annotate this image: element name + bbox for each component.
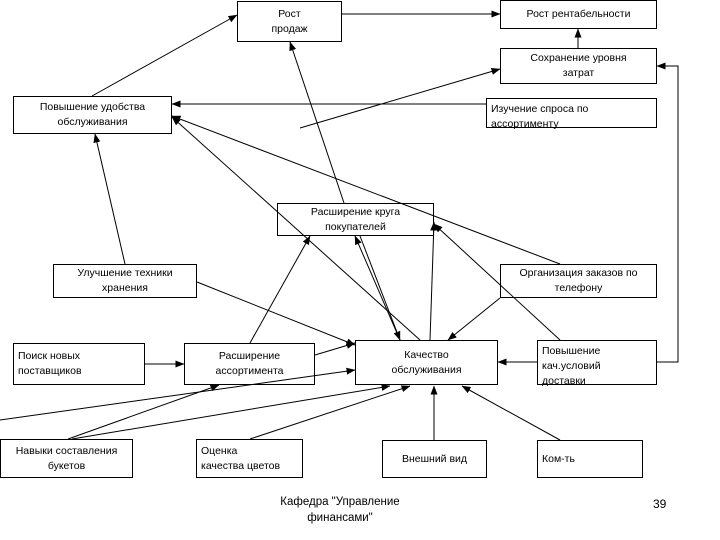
node-povyshenie-dostavki[interactable]: Повышение кач.условий доставки <box>537 340 657 387</box>
node-label-sohranenie-zatrat: Сохранение уровня затрат <box>530 52 627 79</box>
edge-rasshirenie-kruga-to-rost-prodazh <box>289 41 345 204</box>
edge-uluchshenie-tehniki-to-kachestvo-obsluzh <box>196 281 356 346</box>
node-rasshirenie-kruga[interactable]: Расширение круга покупателей <box>277 203 434 236</box>
edge-izuchenie-sprosa-to-sohranenie-zatrat <box>299 68 501 129</box>
edge-rasshirenie-kruga-to-kachestvo-obsluzh <box>359 235 401 341</box>
diagram-edges <box>0 10 679 441</box>
node-label-kom-t: Ком-ть <box>542 452 575 465</box>
edge-navyki-buketov-to-kachestvo-obsluzh <box>0 367 356 421</box>
node-label-poisk-postavshchikov: Поиск новых поставщиков <box>18 350 82 377</box>
edge-povyshenie-dostavki-to-sohranenie-zatrat <box>656 62 679 363</box>
node-label-rost-prodazh: Рост продаж <box>271 7 308 35</box>
edge-kachestvo-obsluzh-to-povyshenie-udobstva <box>171 116 421 341</box>
edge-kachestvo-obsluzh-to-rasshirenie-kruga <box>354 235 401 341</box>
edge-rasshirenie-assort-to-rasshirenie-kruga <box>249 235 311 344</box>
node-rost-prodazh[interactable]: Рост продаж <box>237 1 342 42</box>
edge-navyki-buketov-to-kachestvo-obsluzh <box>71 383 391 440</box>
node-label-vneshniy-vid: Внешний вид <box>401 452 468 465</box>
footer-department: Кафедра "Управление финансами" <box>280 496 400 524</box>
node-label-rasshirenie-kruga: Расширение круга покупателей <box>310 205 401 233</box>
node-label-povyshenie-dostavki: Повышение кач.условий доставки <box>542 345 601 387</box>
node-label-navyki-buketov: Навыки составления букетов <box>15 444 118 472</box>
node-rost-rentabelnosti[interactable]: Рост рентабельности <box>500 0 657 29</box>
node-izuchenie-sprosa[interactable]: Изучение спроса по ассортименту <box>486 98 657 130</box>
node-kachestvo-obsluzh[interactable]: Качество обслуживания <box>355 340 498 385</box>
node-sohranenie-zatrat[interactable]: Сохранение уровня затрат <box>500 48 657 84</box>
node-label-rasshirenie-assort: Расширение ассортимента <box>215 350 284 377</box>
node-label-povyshenie-udobstva: Повышение удобства обслуживания <box>39 101 146 128</box>
edge-navyki-buketov-to-rasshirenie-assort <box>67 384 220 440</box>
edge-ocenka-cvetov-to-kachestvo-obsluzh <box>249 385 411 440</box>
edge-organizaciya-zakazov-to-kachestvo-obsluzh <box>447 297 501 341</box>
node-rasshirenie-assort[interactable]: Расширение ассортимента <box>184 343 315 385</box>
edge-kachestvo-obsluzh-to-rasshirenie-kruga <box>429 221 438 341</box>
node-poisk-postavshchikov[interactable]: Поиск новых поставщиков <box>13 343 145 385</box>
edge-uluchshenie-tehniki-to-povyshenie-udobstva <box>93 133 126 265</box>
edge-povyshenie-udobstva-to-rost-prodazh <box>91 14 238 97</box>
page-number: 39 <box>653 497 667 511</box>
edge-organizaciya-zakazov-to-povyshenie-udobstva <box>171 115 561 265</box>
node-vneshniy-vid[interactable]: Внешний вид <box>382 440 487 478</box>
node-navyki-buketov[interactable]: Навыки составления букетов <box>0 439 133 478</box>
node-kom-t[interactable]: Ком-ть <box>537 440 643 478</box>
node-ocenka-cvetov[interactable]: Оценка качества цветов <box>196 439 303 478</box>
node-povyshenie-udobstva[interactable]: Повышение удобства обслуживания <box>13 96 172 134</box>
node-label-ocenka-cvetov: Оценка качества цветов <box>201 444 281 472</box>
node-label-uluchshenie-tehniki: Улучшение техники хранения <box>77 267 173 294</box>
node-label-izuchenie-sprosa: Изучение спроса по ассортименту <box>491 103 589 130</box>
edge-povyshenie-dostavki-to-rasshirenie-kruga <box>433 223 561 341</box>
edge-rasshirenie-assort-to-kachestvo-obsluzh <box>314 342 356 356</box>
node-organizaciya-zakazov[interactable]: Организация заказов по телефону <box>500 264 657 298</box>
node-uluchshenie-tehniki[interactable]: Улучшение техники хранения <box>53 264 197 298</box>
edge-kom-t-to-kachestvo-obsluzh <box>461 385 561 441</box>
node-label-organizaciya-zakazov: Организация заказов по телефону <box>519 267 638 294</box>
node-label-kachestvo-obsluzh: Качество обслуживания <box>391 348 462 376</box>
node-label-rost-rentabelnosti: Рост рентабельности <box>526 8 631 20</box>
